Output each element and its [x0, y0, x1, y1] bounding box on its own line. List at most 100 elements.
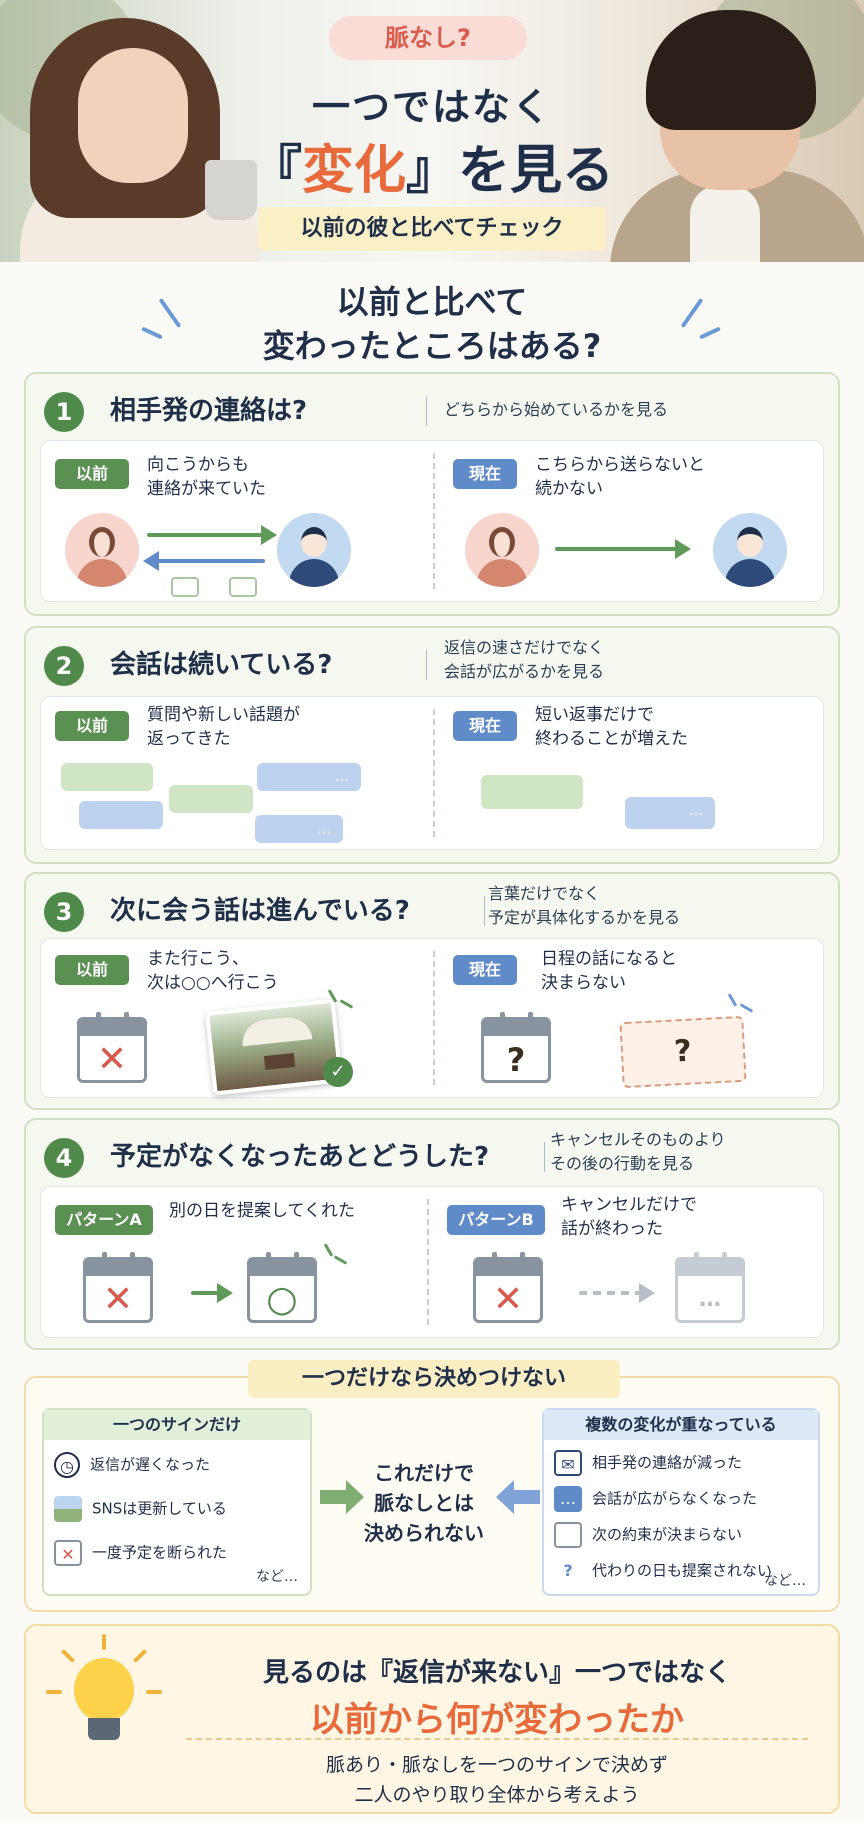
- spark-icon: [339, 999, 354, 1009]
- hero-title-line1: 一つではなく: [311, 85, 552, 129]
- before-label: 以前: [55, 459, 129, 489]
- calendar-circle-icon: ○: [247, 1252, 317, 1323]
- spark-icon: [146, 1690, 162, 1694]
- summary-panel: 一つだけなら決めつけない 一つのサインだけ ◷返信が遅くなった SNSは更新して…: [24, 1360, 840, 1612]
- calendar-question-icon: ?: [481, 1012, 551, 1083]
- spark-icon: [46, 1690, 62, 1694]
- hero-tag: 脈なし?: [329, 16, 527, 60]
- chat-bubble: [61, 763, 153, 791]
- question-line2: 変わったところはある?: [262, 327, 602, 365]
- calendar-x-icon: ✕: [473, 1252, 543, 1323]
- single-sign-item: SNSは更新している: [54, 1496, 227, 1522]
- arrow-right-icon: [147, 525, 277, 545]
- panel-divider: [433, 709, 435, 837]
- mail-icon: ✉: [554, 1450, 582, 1476]
- before-label: 以前: [55, 955, 129, 985]
- person-question-icon: ?: [563, 1561, 573, 1580]
- pattern-a-label: パターンA: [55, 1205, 153, 1235]
- before-desc-line1: また行こう、: [147, 949, 249, 969]
- bracket-open: 『: [249, 141, 302, 201]
- chat-bubble: [79, 801, 163, 829]
- multiple-change-item: ?代わりの日も提案されない: [554, 1558, 772, 1584]
- section-number: 3: [44, 892, 84, 932]
- now-desc-line2: 続かない: [535, 479, 603, 499]
- panel-divider: [433, 453, 435, 589]
- arrow-left-icon: [143, 551, 265, 571]
- chat-bubble: …: [255, 815, 343, 843]
- comparison-panel: 以前 質問や新しい話題が 返ってきた … … 現在 短い返事だけで 終わることが…: [40, 696, 824, 850]
- now-desc-line2: 終わることが増えた: [535, 729, 688, 749]
- calendar-x-icon: ✕: [54, 1540, 82, 1566]
- woman-avatar: [465, 513, 539, 587]
- chat-bubble: …: [257, 763, 361, 791]
- now-label: 現在: [453, 459, 517, 489]
- summary-title: 一つだけなら決めつけない: [248, 1360, 620, 1398]
- single-sign-box: 一つのサインだけ ◷返信が遅くなった SNSは更新している ✕一度予定を断られた…: [42, 1408, 312, 1596]
- multiple-change-item: 次の約束が決まらない: [554, 1522, 742, 1548]
- now-desc-line1: 短い返事だけで: [535, 705, 654, 725]
- hero-title-line2: 『変化』を見る: [0, 128, 864, 203]
- now-desc-line2: 決まらない: [541, 973, 626, 993]
- before-desc-line2: 次は○○へ行こう: [147, 973, 279, 993]
- calendar-x-icon: ✕: [77, 1012, 147, 1083]
- woman-face: [78, 48, 188, 183]
- section-number: 4: [44, 1138, 84, 1178]
- lightbulb-icon: [74, 1658, 134, 1722]
- panel-divider: [427, 1199, 429, 1325]
- comparison-panel: 以前 また行こう、 次は○○へ行こう ✕ ✓ 現在 日程の話になると 決まらない…: [40, 938, 824, 1098]
- footer-highlight: 以前から何が変わったか: [310, 1700, 684, 1740]
- footer-panel: 見るのは『返信が来ない』一つではなく 以前から何が変わったか 脈あり・脈なしを一…: [24, 1624, 840, 1814]
- section-note: どちらから始めているかを見る: [444, 400, 669, 419]
- arrow-right-icon: [555, 539, 691, 559]
- image-icon: [54, 1496, 82, 1522]
- clock-icon: ◷: [54, 1452, 80, 1478]
- restaurant-photo: [204, 998, 344, 1096]
- section-note-line1: 返信の速さだけでなく: [444, 638, 605, 657]
- note-divider: [484, 896, 485, 926]
- chat-bubble: …: [625, 797, 715, 829]
- chat-bubble: [481, 775, 583, 809]
- now-desc-line1: 日程の話になると: [541, 949, 677, 969]
- calendar-empty-icon: …: [675, 1252, 745, 1323]
- footer-message: 脈あり・脈なしを一つのサインで決めず 二人のやり取り全体から考えよう: [325, 1754, 668, 1806]
- before-label: 以前: [55, 711, 129, 741]
- message-icon: [229, 577, 257, 597]
- comparison-panel: 以前 向こうからも 連絡が来ていた 現在 こちらから送らないと 続かない: [40, 440, 824, 602]
- before-desc-line1: 質問や新しい話題が: [147, 705, 300, 725]
- pattern-a-desc: 別の日を提案してくれた: [169, 1201, 355, 1221]
- spark-icon: [727, 993, 738, 1007]
- spark-icon: [333, 1255, 348, 1265]
- section-note-line2: 会話が広がるかを見る: [444, 662, 605, 681]
- now-label: 現在: [453, 955, 517, 985]
- section-title: 次に会う話は進んでいる?: [110, 896, 410, 926]
- lightbulb-base: [88, 1718, 120, 1740]
- check-icon: ✓: [323, 1057, 353, 1087]
- pattern-b-desc-line1: キャンセルだけで: [561, 1195, 697, 1215]
- panel-divider: [433, 951, 435, 1085]
- section-note-line1: 言葉だけでなく: [488, 884, 601, 903]
- before-desc-line2: 連絡が来ていた: [147, 479, 266, 499]
- undecided-card: ?: [619, 1015, 747, 1089]
- woman-avatar: [65, 513, 139, 587]
- section-note-line2: 予定が具体化するかを見る: [488, 908, 681, 927]
- single-sign-item: ✕一度予定を断られた: [54, 1540, 227, 1566]
- summary-conclusion: これだけで 脈なしとは 決められない: [364, 1461, 484, 1545]
- note-divider: [426, 396, 427, 426]
- section-title: 予定がなくなったあとどうした?: [110, 1142, 490, 1172]
- footer-line1: 見るのは『返信が来ない』一つではなく: [262, 1658, 731, 1688]
- arrow-right-icon: [320, 1480, 364, 1514]
- section-note-line2: その後の行動を見る: [550, 1154, 695, 1173]
- section-conversation: 2 会話は続いている? 返信の速さだけでなく 会話が広がるかを見る 以前 質問や…: [24, 626, 840, 864]
- note-divider: [544, 1142, 545, 1172]
- man-shirt: [690, 185, 760, 262]
- dashed-arrow-icon: [579, 1283, 655, 1303]
- man-avatar: [277, 513, 351, 587]
- arrow-left-icon: [496, 1480, 540, 1514]
- multiple-change-item: …会話が広がらなくなった: [554, 1486, 757, 1512]
- spark-icon: [60, 1648, 76, 1664]
- section-next-meeting: 3 次に会う話は進んでいる? 言葉だけでなく 予定が具体化するかを見る 以前 ま…: [24, 872, 840, 1110]
- multiple-change-item: ✉相手発の連絡が減った: [554, 1450, 742, 1476]
- before-desc-line2: 返ってきた: [147, 729, 231, 749]
- message-icon: [171, 577, 199, 597]
- section-contact: 1 相手発の連絡は? どちらから始めているかを見る 以前 向こうからも 連絡が来…: [24, 372, 840, 616]
